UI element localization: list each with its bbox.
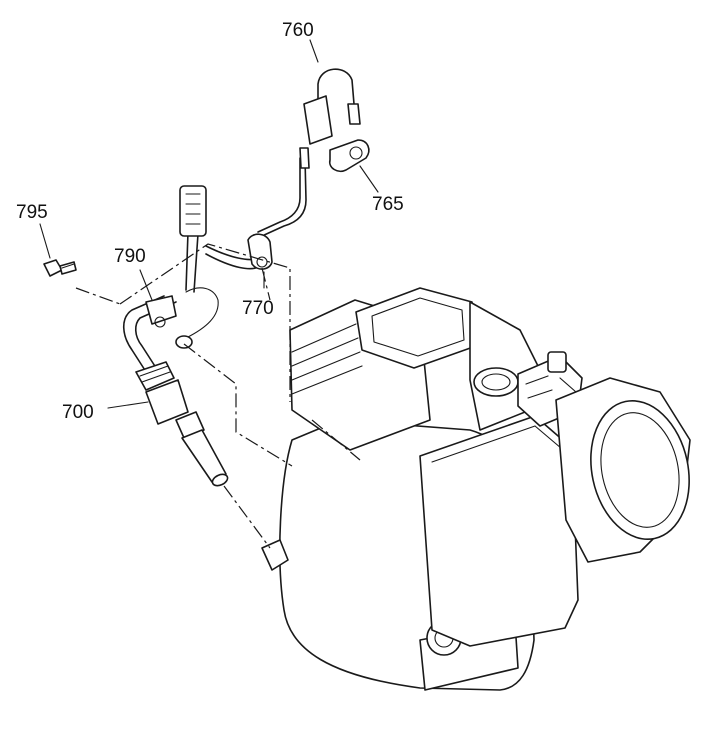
callout-760: 760 [282, 20, 314, 41]
part-700-sensor [135, 361, 229, 487]
part-795-bolt [43, 259, 77, 277]
part-770-clamp [247, 233, 273, 270]
leader-lines [39, 39, 379, 409]
engine-assembly [261, 287, 691, 691]
callout-795: 795 [16, 202, 48, 223]
callout-790: 790 [114, 246, 146, 267]
callout-labels: 760 765 795 790 770 700 [16, 20, 404, 423]
assembly-phantom-lines [75, 243, 361, 549]
callout-700: 700 [62, 402, 94, 423]
part-790-clamp [145, 295, 193, 349]
part-760-lead [299, 68, 361, 169]
part-765-clip [328, 139, 370, 173]
callout-765: 765 [372, 194, 404, 215]
callout-770: 770 [242, 298, 274, 319]
harness-connector [179, 185, 207, 237]
wire-harness [122, 157, 307, 379]
